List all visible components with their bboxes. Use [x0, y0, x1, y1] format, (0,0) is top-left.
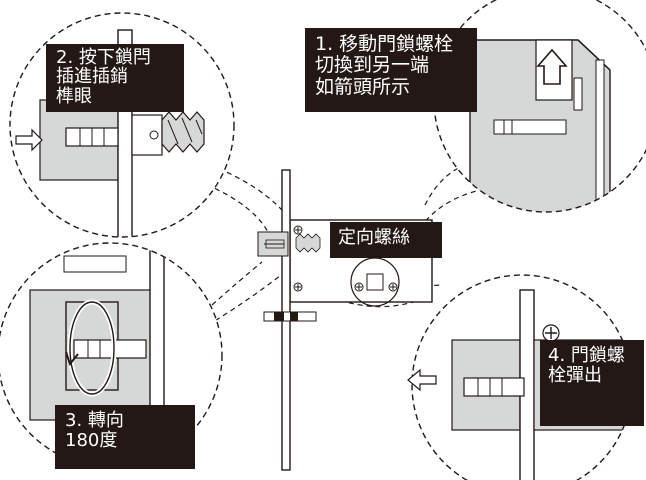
callout-step3: 3. 轉向 180度	[55, 405, 195, 469]
callout-step1-line1: 1. 移動門鎖螺栓	[315, 33, 454, 55]
callout-step3-line1: 3. 轉向	[65, 410, 124, 431]
center-lock-assembly	[257, 169, 433, 471]
callout-step3-line2: 180度	[65, 430, 118, 452]
callout-step1-line3: 如箭頭所示	[315, 75, 411, 98]
arrow-right-icon	[15, 128, 43, 152]
rotation-arrow-icon	[65, 299, 117, 397]
screw-icon	[542, 324, 560, 342]
callout-step4-line1: 4. 門鎖螺	[548, 345, 625, 366]
callout-center-line1: 定向螺絲	[338, 227, 410, 248]
callout-step4-line2: 栓彈出	[548, 365, 602, 387]
callout-step2-line3: 榫眼	[56, 85, 92, 107]
arrow-left-icon	[407, 368, 437, 392]
screw-icon	[293, 225, 398, 292]
arrow-up-icon	[536, 48, 568, 85]
callout-step2-line2: 插進插銷	[56, 66, 128, 88]
callout-step2: 2. 按下鎖閂 插進插銷 榫眼	[46, 44, 184, 112]
callout-step2-line1: 2. 按下鎖閂	[56, 47, 151, 68]
callout-step4: 4. 門鎖螺 栓彈出	[540, 340, 644, 426]
callout-step1-line2: 切換到另一端	[315, 54, 430, 77]
callout-center: 定向螺絲	[330, 222, 442, 258]
callout-step1: 1. 移動門鎖螺栓 切換到另一端 如箭頭所示	[305, 28, 477, 112]
